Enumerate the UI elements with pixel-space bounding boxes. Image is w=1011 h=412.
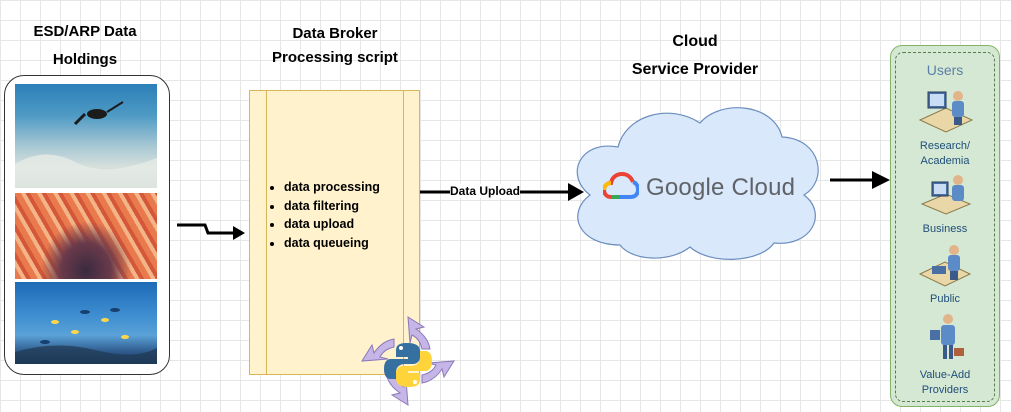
user-label-value-add: Value-Add Providers [919,369,971,396]
users-panel-border [895,52,995,402]
broker-title: Data Broker Processing script [240,22,430,70]
task-item: data upload [284,215,380,234]
cloud-to-users-arrow [830,171,890,189]
cloud-title: Cloud Service Provider [600,28,790,84]
task-item: data filtering [284,197,380,216]
script-left-rule [266,90,267,375]
cloud-title-line1: Cloud [672,33,718,50]
task-item: data queueing [284,234,380,253]
reef-fish-photo [15,282,157,364]
holdings-title: ESD/ARP Data Holdings [5,20,165,72]
value-add-provider-icon [930,314,964,359]
cloud-title-line2: Service Provider [631,61,759,78]
data-upload-label: Data Upload [450,184,521,198]
user-label-research: Research/ Academia [919,140,971,167]
holdings-title-line2: Holdings [52,51,118,68]
cloud-shape [576,107,819,260]
diver-reef-photo [15,84,157,188]
task-item: data processing [284,178,380,197]
user-label-business: Business [922,223,968,235]
user-label-public: Public [930,293,960,305]
holdings-to-broker-arrow [177,223,245,240]
researcher-workstation-icon [918,91,974,133]
coral-closeup-photo [15,193,157,279]
broker-title-line1: Data Broker [292,25,378,42]
holdings-title-line1: ESD/ARP Data [33,23,137,40]
python-logo-icon [384,343,432,387]
users-title: Users [926,62,964,78]
public-user-icon [918,245,972,287]
fish-school-icon [15,308,157,364]
script-right-rule [403,90,404,375]
google-cloud-logo-icon [603,171,639,199]
business-user-icon [920,175,972,215]
diver-figure-icon [15,101,157,188]
broker-title-line2: Processing script [272,49,398,66]
google-cloud-wordmark: Google Cloud [646,174,796,201]
broker-task-list: data processing data filtering data uplo… [270,178,380,252]
python-refresh-icon [361,316,455,406]
processing-script-box [249,90,420,375]
